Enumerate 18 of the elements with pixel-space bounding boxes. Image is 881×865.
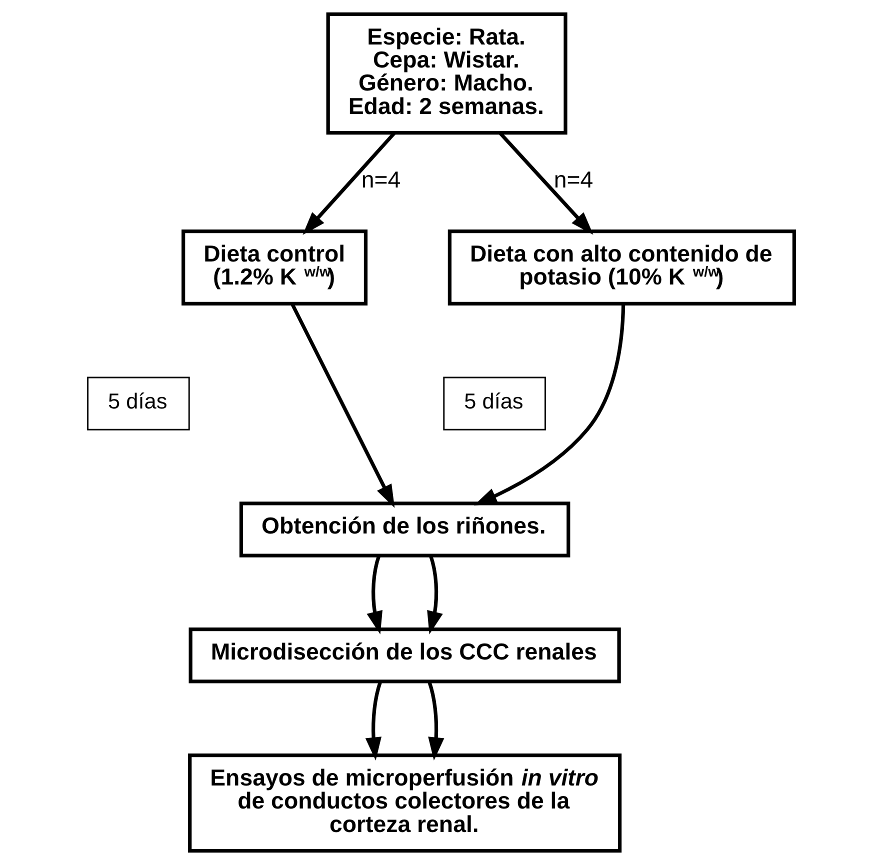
arrow [426, 555, 442, 634]
arrow [290, 303, 394, 508]
edge-label: n=4 [360, 166, 400, 193]
arrow [366, 555, 382, 634]
node-box: Obtención de los riñones. [238, 502, 570, 558]
node-box: Ensayos de microperfusión in vitro de conductos colectores de la corteza renal. [188, 754, 622, 853]
arrow [427, 682, 444, 761]
node-box: Especie: Rata. Cepa: Wistar. Género: Macho. Edad: 2 semanas. [326, 12, 567, 135]
arrow [473, 304, 625, 506]
node-box: Microdisección de los CCC renales [188, 628, 620, 684]
arrow [302, 132, 396, 235]
arrow [364, 682, 382, 761]
edge-label: n=4 [553, 166, 593, 193]
node-box: 5 días [442, 376, 546, 430]
arrow [498, 132, 593, 235]
node-box: Dieta control (1.2% K $^{w/w}$) [181, 229, 368, 306]
node-box: Dieta con alto contenido de potasio (10% K $^{w/w}$) [447, 229, 796, 306]
node-box: 5 días [86, 376, 190, 430]
